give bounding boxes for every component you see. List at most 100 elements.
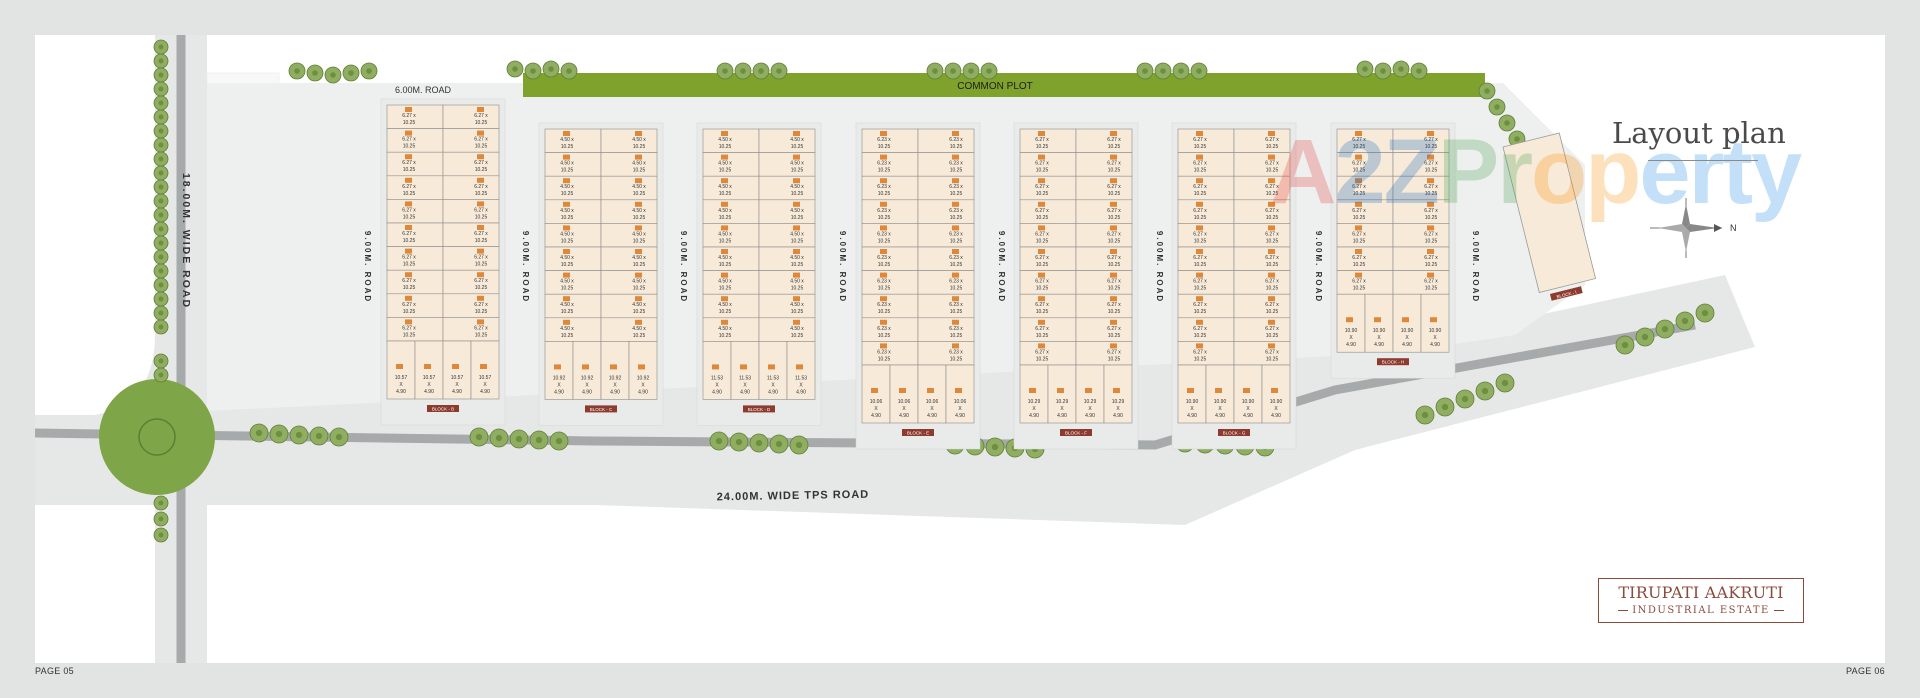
unit-number-badge bbox=[1271, 388, 1278, 393]
front-unit bbox=[544, 341, 574, 400]
unit-number-badge bbox=[793, 272, 800, 278]
unit-number-badge bbox=[880, 343, 887, 349]
front-unit bbox=[572, 341, 602, 400]
unit-depth-label: 10.25 bbox=[475, 144, 488, 150]
plot-unit bbox=[1233, 317, 1291, 342]
tree bbox=[709, 431, 729, 451]
tree bbox=[153, 319, 169, 335]
unit-width-label: 6.27 x bbox=[1193, 184, 1207, 190]
unit-depth-label: 10.25 bbox=[403, 238, 416, 244]
inner-road-label: 9.00M. ROAD bbox=[679, 231, 688, 303]
front-unit-width: 4.90 bbox=[1374, 342, 1384, 348]
unit-width-label: 4.50 x bbox=[790, 326, 804, 332]
front-unit-x: X bbox=[1433, 335, 1437, 341]
inner-road-label: 9.00M. ROAD bbox=[1155, 231, 1164, 303]
unit-number-badge bbox=[793, 225, 800, 231]
tree bbox=[529, 430, 549, 450]
unit-number-badge bbox=[635, 249, 642, 254]
unit-number-badge bbox=[880, 319, 887, 325]
unit-number-badge bbox=[635, 201, 642, 207]
plot-unit bbox=[758, 199, 816, 224]
plot-unit bbox=[758, 175, 816, 201]
front-unit-x: X bbox=[1246, 406, 1250, 412]
tree bbox=[789, 435, 809, 455]
unit-width-label: 6.27 x bbox=[402, 160, 416, 166]
block-i: BLOCK - I bbox=[1502, 132, 1597, 301]
front-unit-length: 10.90 bbox=[1242, 399, 1255, 405]
unit-number-badge bbox=[477, 319, 484, 325]
unit-depth-label: 10.25 bbox=[475, 120, 488, 126]
unit-number-badge bbox=[1110, 249, 1117, 254]
unit-number-badge bbox=[1268, 343, 1275, 349]
inner-road-label: 9.00M. ROAD bbox=[363, 231, 372, 303]
unit-width-label: 6.27 x bbox=[1352, 137, 1366, 143]
unit-number-badge bbox=[793, 201, 800, 207]
unit-width-label: 6.27 x bbox=[1424, 161, 1438, 167]
unit-number-badge bbox=[635, 131, 642, 136]
unit-depth-label: 10.25 bbox=[719, 262, 732, 268]
unit-number-badge bbox=[1268, 131, 1275, 136]
unit-width-label: 6.27 x bbox=[1193, 137, 1207, 143]
unit-number-badge bbox=[793, 131, 800, 136]
inner-road-label: 9.00M. ROAD bbox=[838, 231, 847, 303]
tree bbox=[1172, 62, 1190, 80]
unit-width-label: 6.27 x bbox=[1424, 208, 1438, 214]
unit-number-badge bbox=[635, 225, 642, 231]
unit-number-badge bbox=[952, 249, 959, 254]
unit-width-label: 6.27 x bbox=[474, 325, 488, 331]
unit-depth-label: 10.25 bbox=[1194, 286, 1207, 292]
front-unit-x: X bbox=[399, 382, 403, 388]
tree bbox=[1392, 60, 1410, 78]
tree bbox=[153, 67, 169, 83]
front-unit-length: 10.06 bbox=[954, 399, 967, 405]
front-unit-x: X bbox=[483, 382, 487, 388]
unit-depth-label: 10.25 bbox=[1266, 191, 1279, 197]
page-number-right: PAGE 06 bbox=[1846, 666, 1885, 676]
front-unit bbox=[758, 341, 788, 400]
unit-depth-label: 10.25 bbox=[719, 238, 732, 244]
plot-unit bbox=[1075, 128, 1133, 153]
unit-depth-label: 10.25 bbox=[1266, 309, 1279, 315]
front-unit-width: 4.90 bbox=[871, 413, 881, 419]
block-label-bg bbox=[743, 405, 775, 413]
unit-width-label: 4.50 x bbox=[560, 255, 574, 261]
tree bbox=[1488, 98, 1506, 116]
front-unit-width: 4.90 bbox=[1271, 413, 1281, 419]
unit-width-label: 6.23 x bbox=[949, 208, 963, 214]
unit-width-label: 6.27 x bbox=[402, 113, 416, 119]
unit-depth-label: 10.25 bbox=[1194, 262, 1207, 268]
unit-number-badge bbox=[396, 364, 403, 369]
unit-number-badge bbox=[405, 248, 412, 254]
tree bbox=[752, 62, 770, 80]
unit-number-badge bbox=[721, 201, 728, 207]
unit-width-label: 6.27 x bbox=[1107, 231, 1121, 237]
unit-width-label: 6.27 x bbox=[1035, 231, 1049, 237]
unit-depth-label: 10.25 bbox=[1036, 215, 1049, 221]
plot-unit bbox=[600, 246, 658, 271]
front-unit-width: 4.90 bbox=[424, 389, 434, 395]
unit-number-badge bbox=[563, 131, 570, 136]
unit-number-badge bbox=[477, 295, 484, 301]
unit-width-label: 6.23 x bbox=[949, 231, 963, 237]
unit-width-label: 6.27 x bbox=[1265, 279, 1279, 285]
unit-depth-label: 10.25 bbox=[1266, 144, 1279, 150]
roundabout bbox=[99, 379, 215, 495]
unit-width-label: 6.27 x bbox=[1424, 231, 1438, 237]
unit-width-label: 6.27 x bbox=[1193, 326, 1207, 332]
unit-width-label: 4.50 x bbox=[718, 137, 732, 143]
tree bbox=[153, 495, 169, 511]
unit-number-badge bbox=[796, 364, 803, 370]
unit-width-label: 6.23 x bbox=[949, 255, 963, 261]
block-label: BLOCK - B bbox=[432, 407, 454, 412]
unit-depth-label: 10.25 bbox=[719, 309, 732, 315]
front-unit-length: 10.92 bbox=[581, 375, 594, 381]
front-unit-length: 10.90 bbox=[1186, 399, 1199, 405]
unit-width-label: 6.27 x bbox=[1352, 208, 1366, 214]
tree bbox=[1455, 389, 1475, 409]
unit-width-label: 6.27 x bbox=[1424, 255, 1438, 261]
unit-depth-label: 10.25 bbox=[1194, 309, 1207, 315]
unit-width-label: 6.27 x bbox=[1424, 184, 1438, 190]
unit-number-badge bbox=[405, 130, 412, 136]
front-unit-x: X bbox=[1349, 335, 1353, 341]
